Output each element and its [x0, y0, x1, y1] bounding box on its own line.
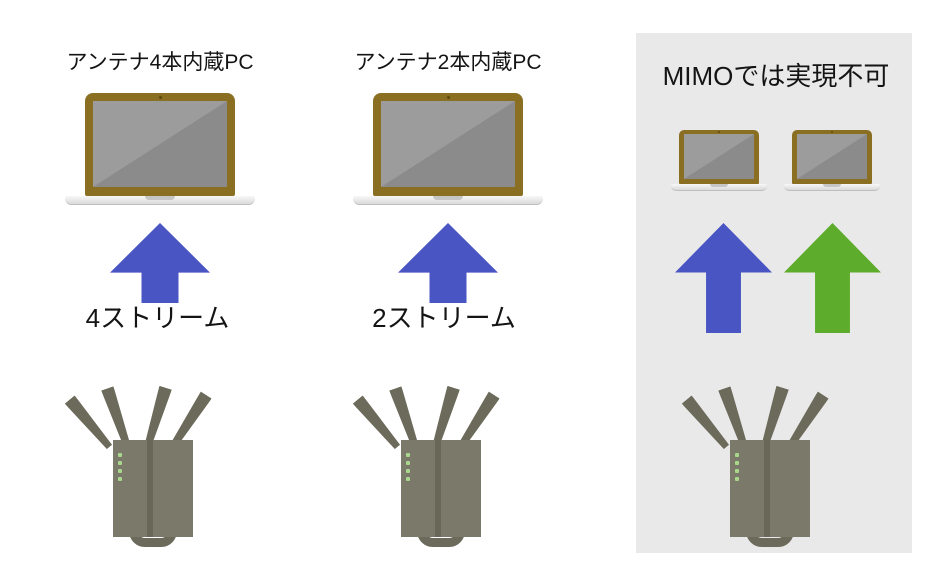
column2-title: アンテナ2本内蔵PC	[354, 51, 542, 74]
laptop-camera-dot	[447, 96, 450, 99]
laptop-camera-dot	[159, 96, 162, 99]
laptop-base-notch	[823, 184, 841, 187]
laptop-small-left	[671, 130, 767, 191]
laptop-lid	[679, 130, 759, 184]
laptop-base-notch	[145, 196, 175, 200]
laptop-base	[65, 196, 255, 205]
wifi-signal-icon	[689, 342, 745, 393]
wifi-signal-icon	[145, 342, 200, 392]
router-seam-stripe	[764, 440, 770, 537]
laptop-base-notch	[433, 196, 463, 200]
laptop-4antenna-pc	[65, 93, 255, 205]
laptop-camera-dot	[831, 131, 833, 133]
wifi-signal-icon	[806, 348, 865, 405]
laptop-screen-glare	[797, 134, 867, 179]
laptop-lid	[85, 93, 235, 196]
laptop-lid	[792, 130, 872, 184]
router-led-lights	[735, 453, 739, 481]
stream-count-label-4: 4ストリーム	[85, 303, 230, 333]
laptop-lid	[373, 93, 523, 196]
wifi-signal-icon	[477, 348, 536, 405]
laptop-2antenna-pc	[353, 93, 543, 205]
router-seam-stripe	[147, 440, 153, 537]
wifi-signal-icon	[643, 353, 703, 412]
router-body	[730, 440, 810, 537]
wifi-signal-icon	[72, 342, 128, 393]
laptop-base-notch	[710, 184, 728, 187]
laptop-screen	[93, 101, 227, 187]
laptop-base	[353, 196, 543, 205]
wifi-signal-icon	[189, 348, 248, 405]
up-arrow-4stream	[110, 223, 210, 303]
laptop-screen	[797, 134, 867, 179]
router-led-lights	[406, 453, 410, 481]
laptop-camera-dot	[718, 131, 720, 133]
wifi-router-2stream	[321, 345, 561, 557]
laptop-screen-glare	[93, 101, 227, 187]
wifi-router-mixed	[650, 345, 890, 557]
wifi-router-4stream	[33, 345, 273, 557]
laptop-base	[671, 184, 767, 191]
laptop-screen	[684, 134, 754, 179]
column1-title: アンテナ4本内蔵PC	[66, 51, 254, 74]
laptop-base	[784, 184, 880, 191]
router-seam-stripe	[435, 440, 441, 537]
wifi-signal-icon	[762, 342, 817, 392]
laptop-screen-glare	[684, 134, 754, 179]
wifi-signal-icon	[433, 342, 488, 392]
wifi-signal-icon	[26, 353, 86, 412]
router-led-lights	[118, 453, 122, 481]
stream-count-label-2: 2ストリーム	[372, 303, 516, 333]
laptop-screen-glare	[381, 101, 515, 187]
laptop-small-right	[784, 130, 880, 191]
router-body	[401, 440, 481, 537]
mimo-panel-title: MIMOでは実現不可	[662, 61, 890, 91]
router-body	[113, 440, 193, 537]
up-arrow-2stream	[398, 223, 498, 303]
laptop-screen	[381, 101, 515, 187]
